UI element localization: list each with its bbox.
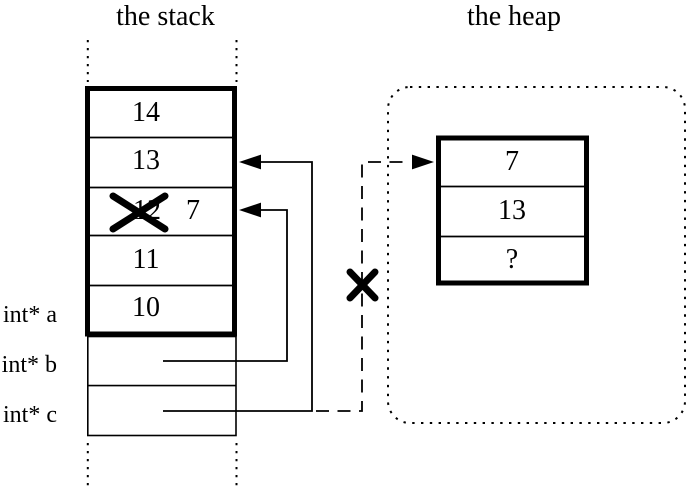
heap-cell-value: ? [505,244,519,275]
heap-title: the heap [466,1,562,32]
arrowhead-left-icon [239,202,261,218]
stack-cell-new-value: 7 [186,195,200,226]
stack-title: the stack [116,1,215,32]
old-pointer-dashed-arrow [316,154,434,412]
stack-pointer-cells-box [87,335,237,437]
heap-cell-value: 7 [505,146,519,177]
stack-cell-overwritten: 12 7 [87,189,235,237]
pointer-label-b: int* b [1,352,57,378]
invalidated-pointer-x-icon [346,268,379,302]
stack-cell-value: 11 [132,244,160,275]
stack-cell-value: 14 [132,97,160,128]
stack-cell-value: 10 [132,292,160,323]
pointer-label-c: int* c [3,402,57,428]
arrowhead-left-icon [239,154,261,170]
stack-cell-value: 13 [132,145,160,176]
pointer-label-a: int* a [3,302,57,328]
stack-cell-old-value: 12 [133,195,161,226]
arrowhead-right-icon [412,154,434,170]
heap-cell-value: 13 [498,195,526,226]
